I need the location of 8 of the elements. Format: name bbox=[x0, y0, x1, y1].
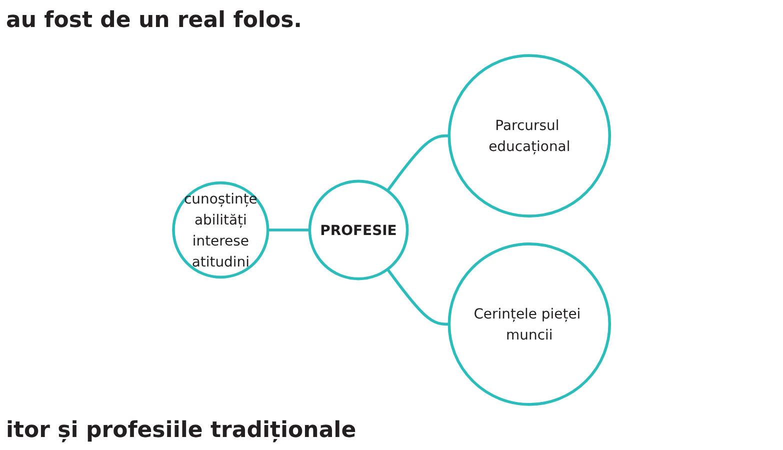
node-circle: Cerințele pieței muncii bbox=[448, 242, 611, 406]
connector bbox=[386, 134, 450, 192]
text-paragraph: au fost de un real folos. bbox=[6, 8, 302, 33]
node-circle: Parcursul educațional bbox=[448, 54, 611, 218]
connector bbox=[268, 228, 310, 232]
connector bbox=[386, 268, 450, 326]
text-paragraph: itor și profesiile tradiționale bbox=[6, 418, 356, 443]
node-circle: PROFESIE bbox=[308, 180, 409, 280]
